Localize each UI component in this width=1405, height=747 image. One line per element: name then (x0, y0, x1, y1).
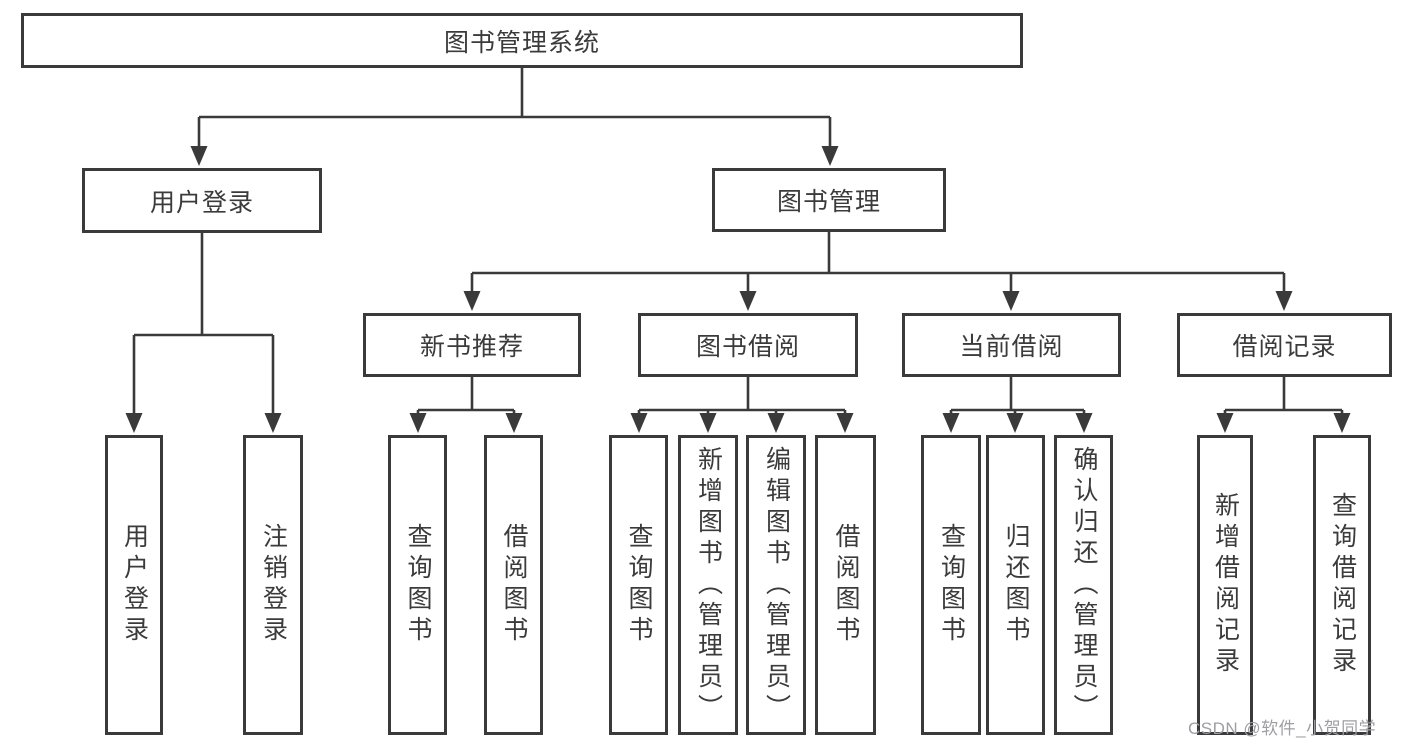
connector-book-mgmt-children (463, 232, 1293, 311)
connector-new-book-children (409, 377, 523, 433)
connector-root-to-level2 (190, 68, 839, 166)
leaf-logout-login: 注销登录 (243, 435, 303, 735)
node-book-borrowing: 图书借阅 (638, 313, 858, 377)
leaf-records-add-record: 新增借阅记录 (1197, 435, 1253, 735)
csdn-watermark: CSDN @软件_小贺同学 (1188, 719, 1377, 738)
leaf-records-query-record: 查询借阅记录 (1313, 435, 1371, 735)
connector-current-borrow-children (942, 377, 1093, 433)
leaf-recommend-query-books: 查询图书 (388, 435, 447, 735)
leaf-current-confirm-return-admin: 确认归还（管理员） (1054, 435, 1113, 735)
node-user-login: 用户登录 (82, 168, 322, 233)
node-current-borrowing: 当前借阅 (902, 313, 1121, 377)
node-borrow-records: 借阅记录 (1177, 313, 1392, 377)
leaf-user-login: 用户登录 (105, 435, 163, 735)
leaf-borrow-add-book-admin: 新增图书（管理员） (678, 435, 738, 735)
connector-book-borrow-children (630, 377, 854, 433)
leaf-borrow-query-books: 查询图书 (609, 435, 668, 735)
leaf-current-query-books: 查询图书 (921, 435, 981, 735)
leaf-borrow-borrow-books: 借阅图书 (815, 435, 876, 735)
node-new-book-recommend: 新书推荐 (363, 313, 581, 377)
leaf-borrow-edit-book-admin: 编辑图书（管理员） (746, 435, 806, 735)
node-library-system: 图书管理系统 (21, 13, 1023, 68)
node-book-management: 图书管理 (712, 168, 946, 232)
connector-user-login-children (125, 233, 282, 433)
leaf-current-return-books: 归还图书 (986, 435, 1045, 735)
leaf-recommend-borrow-books: 借阅图书 (484, 435, 543, 735)
connector-borrow-records-children (1216, 377, 1351, 433)
